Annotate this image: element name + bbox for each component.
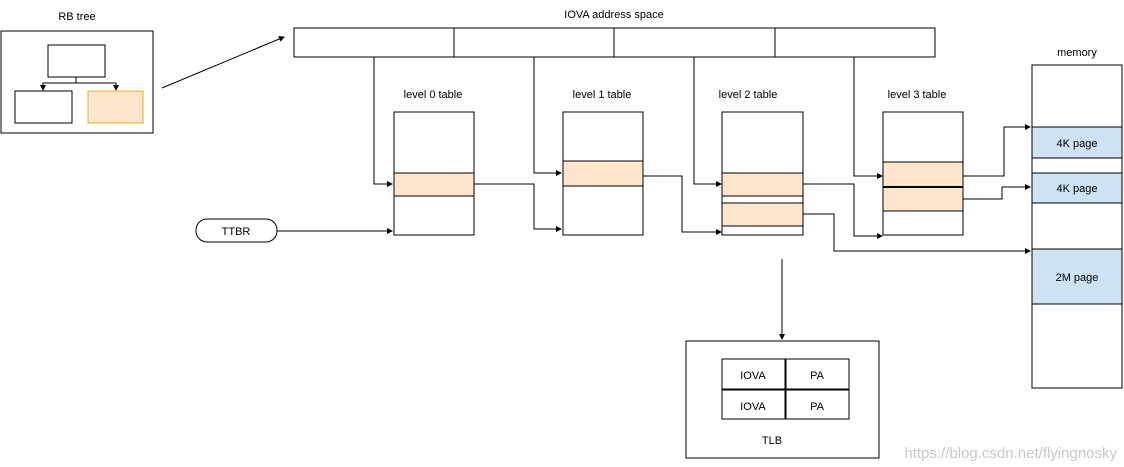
- level3-table-title: level 3 table: [888, 89, 947, 101]
- level0-table: level 0 table: [393, 89, 475, 236]
- level3-index-line: [853, 57, 883, 179]
- level2-to-level3-pointer: [803, 183, 883, 239]
- tlb-pa-label: PA: [810, 401, 825, 413]
- level2-table: level 2 table: [719, 89, 804, 236]
- level1-table-title: level 1 table: [573, 89, 632, 101]
- rb-to-iova-arrow: [161, 36, 285, 89]
- rb-tree-title: RB tree: [58, 11, 95, 23]
- memory: memory 4K page 4K page 2M page: [1031, 47, 1123, 389]
- memory-page-label: 2M page: [1056, 272, 1099, 284]
- tlb-iova-label: IOVA: [740, 370, 766, 382]
- tlb-pa-cell: [785, 358, 850, 390]
- memory-page-label: 4K page: [1057, 138, 1098, 150]
- rb-tree-right-node-highlighted: [87, 90, 144, 124]
- level0-index-line: [373, 57, 393, 187]
- tlb-iova-label: IOVA: [740, 401, 766, 413]
- rb-tree: RB tree: [0, 11, 154, 134]
- level3-table: level 3 table: [882, 89, 964, 236]
- tlb-title: TLB: [762, 435, 782, 447]
- level1-table-entry: [562, 160, 644, 187]
- rb-tree-left-edge: [40, 82, 76, 91]
- level2-table-entry: [721, 172, 804, 197]
- level2-table-block-entry: [721, 202, 804, 227]
- tlb-iova-cell: [721, 358, 786, 390]
- memory-title: memory: [1057, 47, 1097, 59]
- memory-4k-page: [1031, 126, 1123, 159]
- table-pointers: [474, 124, 1031, 254]
- iova-address-space: IOVA address space: [293, 9, 936, 58]
- level3-table-entry: [882, 186, 964, 212]
- level0-table-entry: [393, 172, 475, 197]
- index-connectors: [373, 57, 883, 187]
- watermark-text: https://blog.csdn.net/flyingnosky: [904, 445, 1117, 462]
- level1-index-line: [533, 57, 562, 176]
- memory-box: [1031, 64, 1123, 389]
- level2-to-2m-page-pointer: [803, 213, 1031, 254]
- level3-table-entry: [882, 161, 964, 188]
- memory-2m-page: [1031, 248, 1123, 305]
- rb-tree-left-node: [14, 90, 73, 124]
- tlb: IOVA PA IOVA PA TLB: [685, 340, 880, 459]
- level2-table-title: level 2 table: [719, 89, 778, 101]
- level1-to-level2-pointer: [643, 175, 722, 235]
- level1-table: level 1 table: [562, 89, 644, 236]
- iova-space-title: IOVA address space: [564, 9, 663, 21]
- tlb-pa-cell: [785, 389, 850, 420]
- ttbr: TTBR: [195, 218, 393, 243]
- level2-index-line: [693, 57, 722, 187]
- rb-tree-frame: [0, 30, 154, 134]
- memory-4k-page: [1031, 172, 1123, 204]
- tlb-iova-cell: [721, 389, 786, 420]
- level3-to-4k-page-pointer: [963, 124, 1031, 177]
- level3-to-4k-page-pointer: [963, 184, 1031, 200]
- ttbr-label: TTBR: [222, 226, 251, 238]
- rb-tree-root-node: [47, 44, 106, 78]
- tlb-pa-label: PA: [810, 370, 825, 382]
- level0-to-level1-pointer: [474, 183, 562, 232]
- memory-page-label: 4K page: [1057, 183, 1098, 195]
- level0-table-title: level 0 table: [404, 89, 463, 101]
